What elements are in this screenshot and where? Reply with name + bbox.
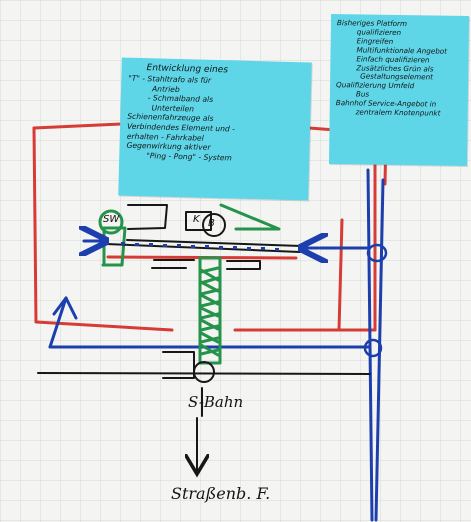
sticky-note-right: Bisheriges Platform qualifizieren Eingre… bbox=[329, 14, 469, 166]
sw-label: SW bbox=[103, 214, 119, 225]
right-note-line-11: zentralem Knotenpunkt bbox=[336, 108, 462, 119]
b-label: B bbox=[208, 218, 215, 229]
sticky-note-left: Entwicklung eines "T" - Stahltrafo als f… bbox=[118, 58, 312, 201]
k-label: K bbox=[193, 214, 200, 225]
strassenbahn-label: Straßenb. F. bbox=[171, 484, 270, 503]
sbahn-label: S-Bahn bbox=[188, 393, 243, 411]
